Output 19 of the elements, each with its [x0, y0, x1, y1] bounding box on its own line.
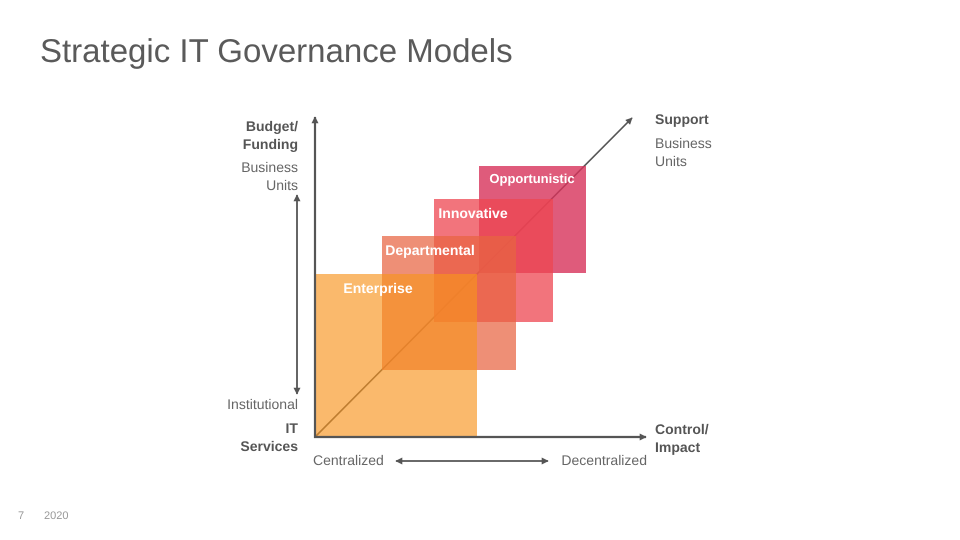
double-arrow [294, 194, 300, 395]
axis-label: Support [655, 110, 710, 128]
model-label: Opportunistic [489, 171, 575, 186]
axis-label: Business Units [655, 134, 713, 170]
axis-label: IT Services [239, 419, 298, 455]
slide-title: Strategic IT Governance Models [40, 32, 513, 70]
page-number: 7 [18, 509, 26, 524]
model-square [315, 274, 477, 437]
model-label: Departmental [385, 242, 475, 258]
scale-end-label: Centralized [313, 451, 395, 469]
double-arrow [395, 458, 549, 464]
scale-end-label: Institutional [198, 395, 298, 413]
footer-year: 2020 [44, 509, 70, 524]
scale-end-label: Decentralized [549, 451, 647, 469]
scale-end-label: Business Units [218, 158, 298, 194]
axis-label: Budget/ Funding [242, 117, 298, 153]
axis-label: Control/ Impact [655, 420, 710, 456]
model-label: Enterprise [343, 280, 413, 296]
model-label: Innovative [438, 205, 508, 221]
